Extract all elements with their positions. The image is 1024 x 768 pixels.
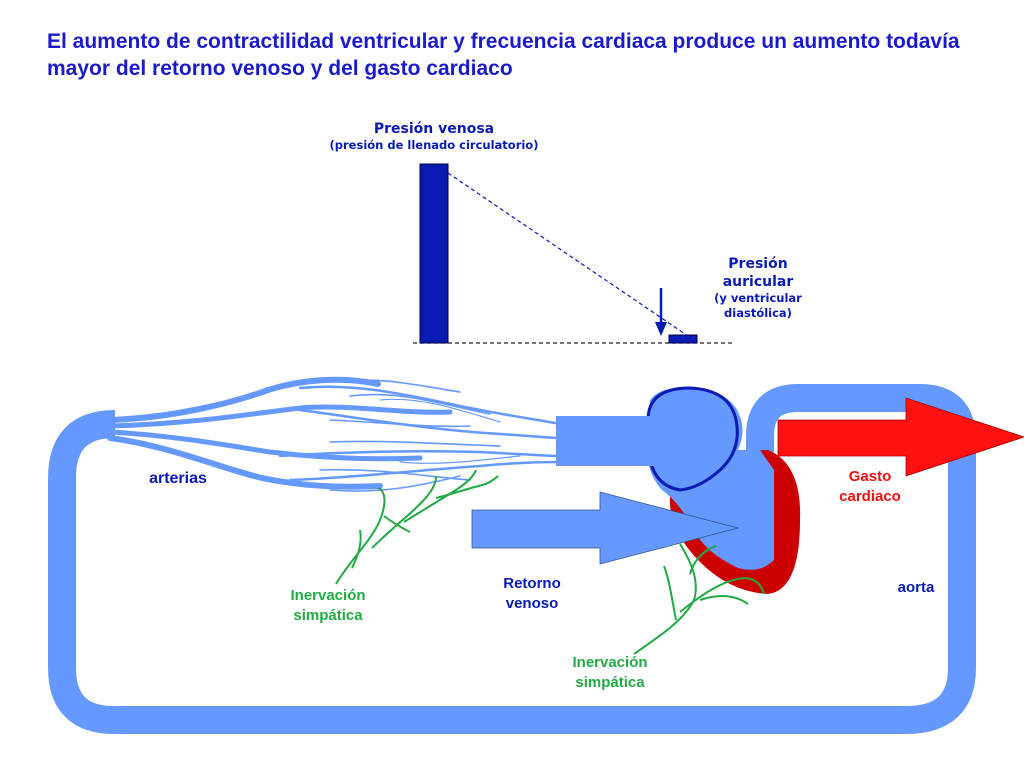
circulation-loop xyxy=(48,384,976,734)
venous-pressure-label: Presión venosa xyxy=(374,121,494,137)
sympathetic-label-bottom-2: simpática xyxy=(575,674,645,691)
pressure-gradient-line xyxy=(447,172,689,337)
capillary-network xyxy=(107,376,562,492)
cardiac-output-label-1: Gasto xyxy=(849,468,892,485)
venous-return-label-1: Retorno xyxy=(503,575,561,592)
cardiac-output-label-2: cardiaco xyxy=(839,488,901,505)
cardiac-output-arrow xyxy=(777,397,1024,477)
sympathetic-label-left-1: Inervación xyxy=(290,587,365,604)
sympathetic-label-left-2: simpática xyxy=(293,607,363,624)
sympathetic-label-bottom-1: Inervación xyxy=(572,654,647,671)
venous-return-arrow xyxy=(471,491,740,565)
arterias-label: arterias xyxy=(149,470,207,487)
right-atrium xyxy=(646,386,739,492)
slide-title: El aumento de contractilidad ventricular… xyxy=(47,30,960,80)
venous-return-label-2: venoso xyxy=(506,595,559,612)
venous-pressure-sublabel: (presión de llenado circulatorio) xyxy=(330,138,539,152)
down-arrow-icon xyxy=(655,288,667,336)
sympathetic-nerves-left xyxy=(335,469,499,585)
atrial-pressure-line3: (y ventricular xyxy=(714,291,802,305)
venous-pressure-bar xyxy=(419,163,449,344)
atrial-pressure-line2: auricular xyxy=(723,274,794,290)
atrial-pressure-line1: Presión xyxy=(728,256,787,272)
atrial-pressure-line4: diastólica) xyxy=(724,306,792,320)
sympathetic-nerves-bottom xyxy=(633,543,765,655)
pressure-chart: Presión venosa (presión de llenado circu… xyxy=(330,121,802,344)
atrial-pressure-bar xyxy=(668,334,698,344)
aorta-label: aorta xyxy=(898,579,935,596)
vessel-loop xyxy=(48,384,976,734)
vena-cava xyxy=(556,416,656,466)
